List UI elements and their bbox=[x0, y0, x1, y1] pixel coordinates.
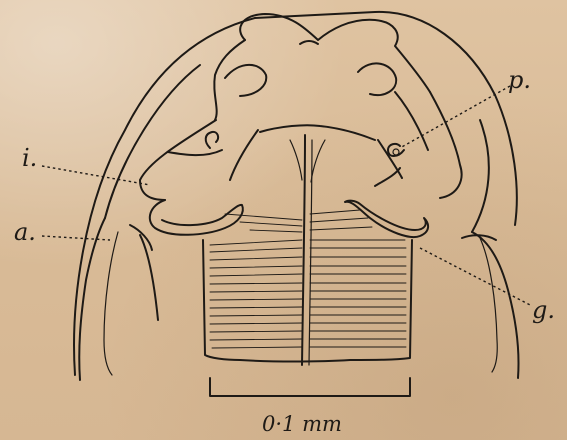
scale-label: 0·1 mm bbox=[262, 414, 342, 435]
leader-p bbox=[400, 86, 510, 148]
right-body-wall bbox=[462, 232, 519, 378]
scale-bar bbox=[210, 378, 410, 396]
label-p: p. bbox=[508, 68, 531, 92]
label-g: g. bbox=[532, 298, 555, 322]
leader-lines bbox=[42, 86, 532, 306]
leader-a bbox=[42, 236, 110, 240]
label-a: a. bbox=[14, 220, 36, 244]
leader-i bbox=[42, 166, 150, 185]
label-i: i. bbox=[22, 146, 37, 170]
pharynx-striations bbox=[210, 210, 406, 348]
leader-g bbox=[420, 248, 532, 306]
left-body-wall bbox=[79, 218, 158, 380]
